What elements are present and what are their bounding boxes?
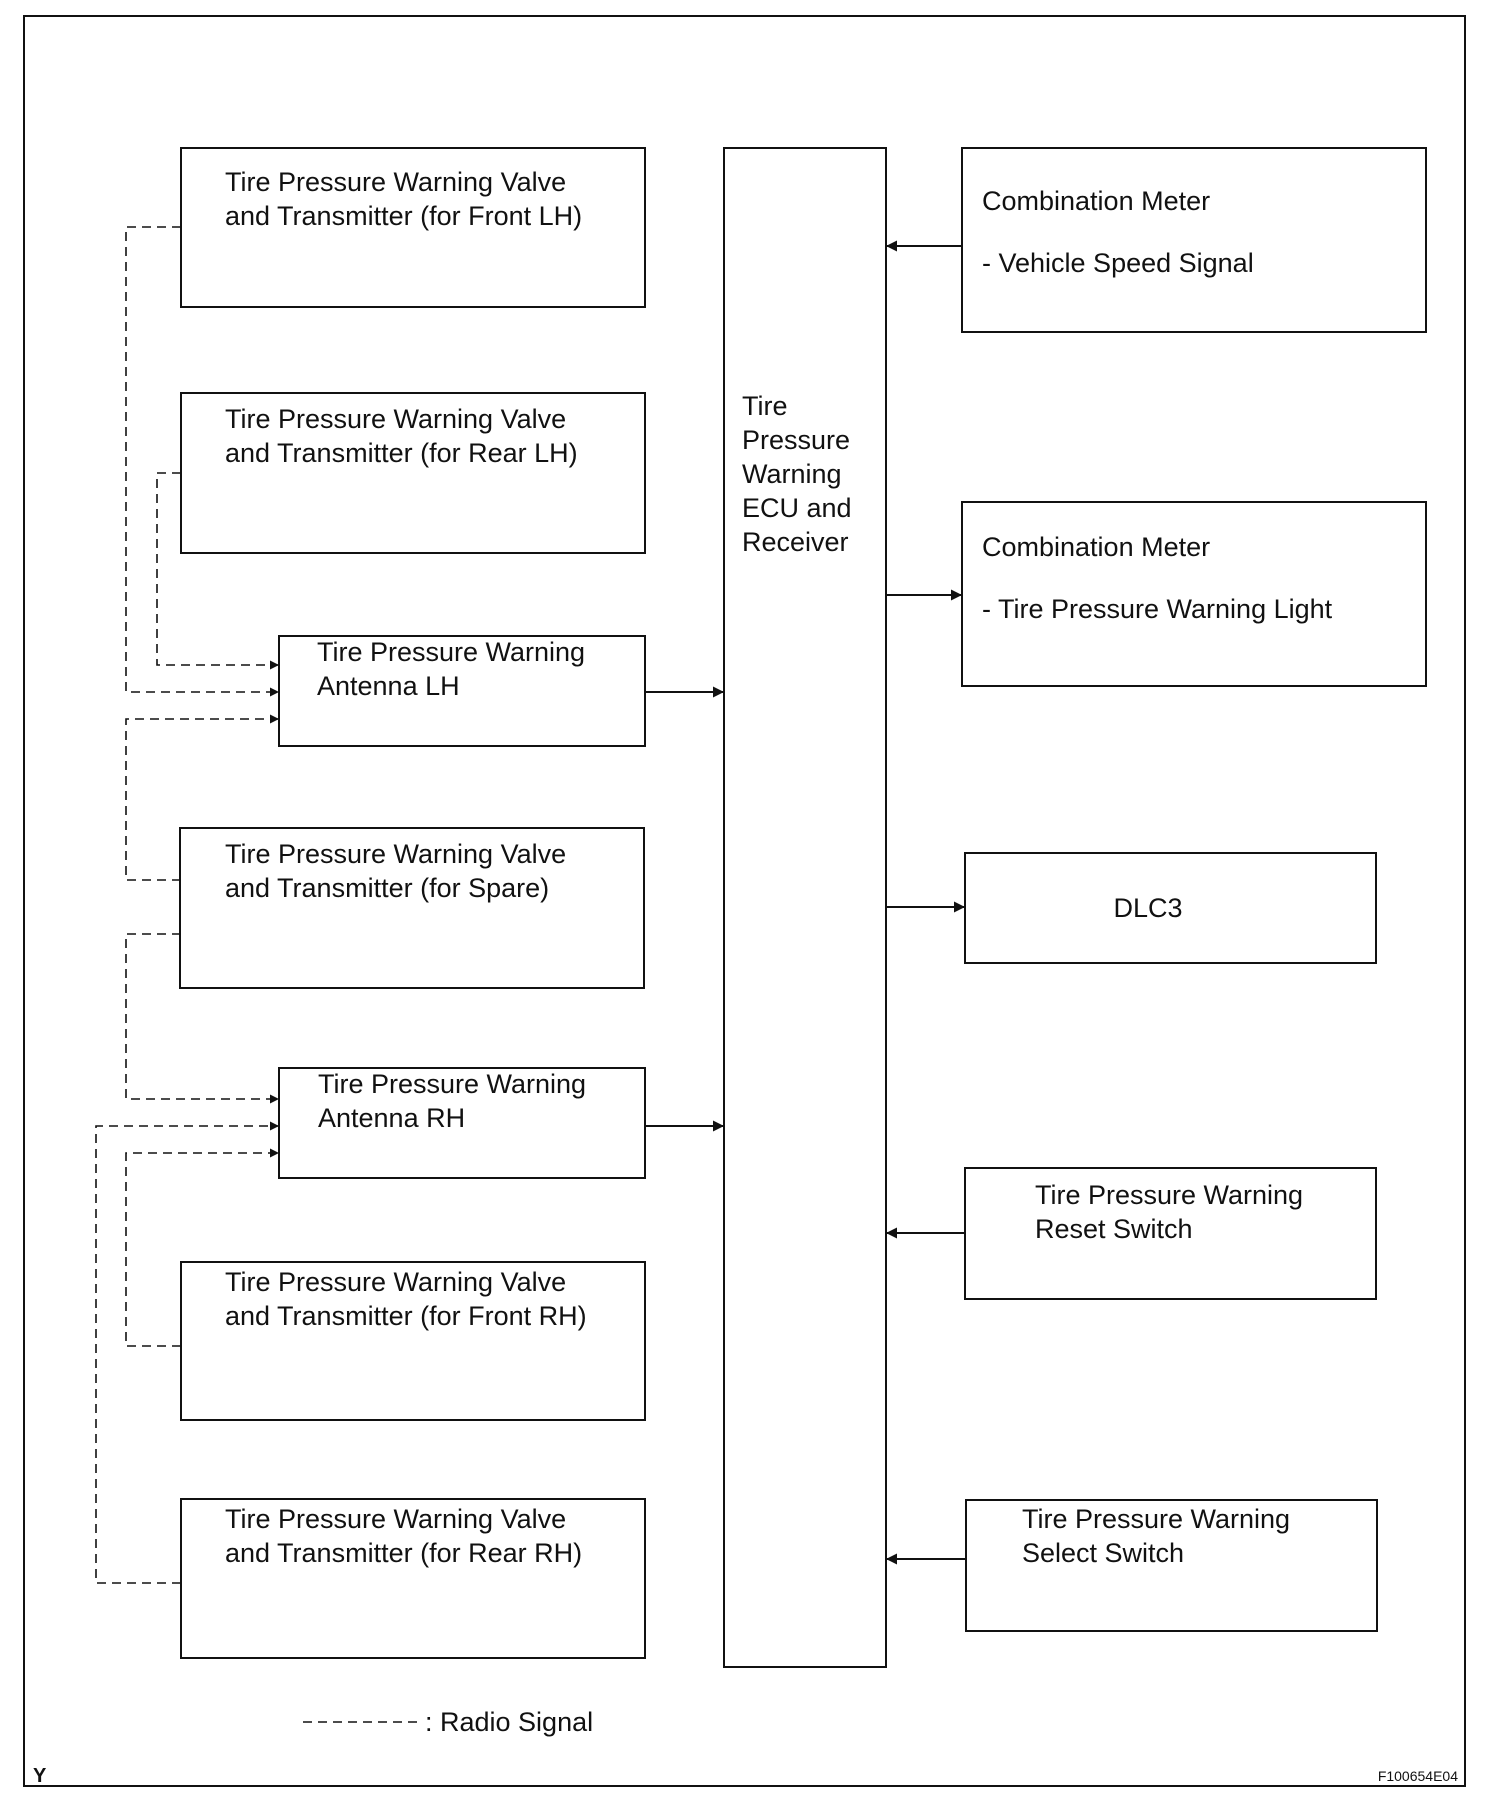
select-switch-box: Tire Pressure Warning Select Switch (965, 1499, 1378, 1632)
valve-rear-rh-line-1: Tire Pressure Warning Valve (225, 1504, 566, 1534)
reset-switch-line-1: Tire Pressure Warning (1035, 1180, 1303, 1210)
corner-mark: Y (33, 1765, 47, 1787)
radio-rear-lh-to-antenna-lh (156, 472, 279, 670)
dlc3-box: DLC3 (964, 852, 1377, 964)
antenna-rh-line-2: Antenna RH (318, 1103, 465, 1133)
ecu-line-2: Pressure (742, 425, 850, 455)
valve-front-rh-line-1: Tire Pressure Warning Valve (225, 1267, 566, 1297)
valve-rear-lh-line-2: and Transmitter (for Rear LH) (225, 438, 578, 468)
meter-speed-line-2: - Vehicle Speed Signal (982, 248, 1254, 278)
valve-front-rh-box: Tire Pressure Warning Valve and Transmit… (180, 1261, 646, 1421)
meter-speed-line-1: Combination Meter (982, 186, 1210, 216)
valve-front-rh-line-2: and Transmitter (for Front RH) (225, 1301, 587, 1331)
legend-radio-signal-label: : Radio Signal (425, 1707, 593, 1737)
valve-rear-lh-box: Tire Pressure Warning Valve and Transmit… (180, 392, 646, 554)
valve-front-lh-line-2: and Transmitter (for Front LH) (225, 201, 582, 231)
antenna-rh-line-1: Tire Pressure Warning (318, 1069, 586, 1099)
legend: : Radio Signal (303, 1707, 593, 1737)
meter-light-line-2: - Tire Pressure Warning Light (982, 594, 1333, 624)
ecu-line-5: Receiver (742, 527, 849, 557)
valve-rear-lh-line-1: Tire Pressure Warning Valve (225, 404, 566, 434)
valve-spare-line-2: and Transmitter (for Spare) (225, 873, 549, 903)
antenna-rh-box: Tire Pressure Warning Antenna RH (278, 1067, 646, 1179)
dlc3-label: DLC3 (1113, 893, 1182, 923)
outer-frame (23, 15, 1466, 1787)
valve-rear-rh-box: Tire Pressure Warning Valve and Transmit… (180, 1498, 646, 1659)
antenna-lh-box: Tire Pressure Warning Antenna LH (278, 635, 646, 747)
valve-spare-line-1: Tire Pressure Warning Valve (225, 839, 566, 869)
antenna-lh-line-2: Antenna LH (317, 671, 460, 701)
radio-front-lh-to-antenna-lh (125, 226, 279, 697)
select-switch-line-1: Tire Pressure Warning (1022, 1504, 1290, 1534)
radio-rear-rh-to-antenna-rh (95, 1121, 279, 1584)
radio-spare-to-antenna-rh (125, 933, 279, 1104)
reset-switch-line-2: Reset Switch (1035, 1214, 1193, 1244)
valve-rear-rh-line-2: and Transmitter (for Rear RH) (225, 1538, 582, 1568)
antenna-lh-line-1: Tire Pressure Warning (317, 637, 585, 667)
combination-meter-light-box: Combination Meter - Tire Pressure Warnin… (961, 501, 1427, 687)
select-switch-line-2: Select Switch (1022, 1538, 1184, 1568)
meter-light-line-1: Combination Meter (982, 532, 1210, 562)
ecu-receiver-box: Tire Pressure Warning ECU and Receiver (723, 147, 887, 1668)
radio-spare-to-antenna-lh (125, 714, 279, 881)
ecu-line-1: Tire (742, 391, 788, 421)
valve-spare-box: Tire Pressure Warning Valve and Transmit… (179, 827, 645, 989)
figure-code: F100654E04 (1378, 1768, 1458, 1784)
radio-front-rh-to-antenna-rh (125, 1148, 279, 1347)
valve-front-lh-box: Tire Pressure Warning Valve and Transmit… (180, 147, 646, 308)
ecu-line-3: Warning (742, 459, 842, 489)
combination-meter-speed-box: Combination Meter - Vehicle Speed Signal (961, 147, 1427, 333)
ecu-line-4: ECU and (742, 493, 852, 523)
valve-front-lh-line-1: Tire Pressure Warning Valve (225, 167, 566, 197)
reset-switch-box: Tire Pressure Warning Reset Switch (964, 1167, 1377, 1300)
